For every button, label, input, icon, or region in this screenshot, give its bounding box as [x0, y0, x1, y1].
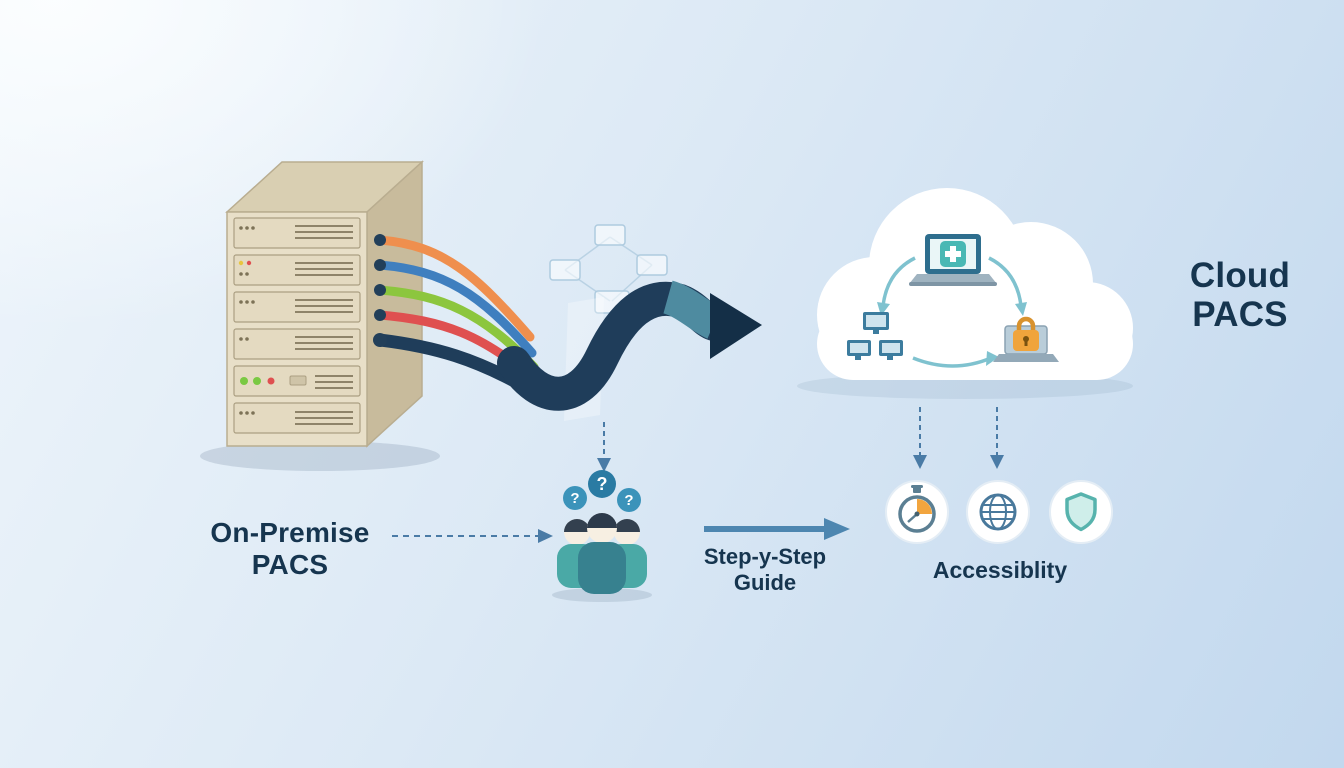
- dashed-arrow-right: [392, 529, 553, 543]
- cloud-pacs-line2: PACS: [1192, 295, 1288, 335]
- server-unit: [233, 254, 361, 286]
- guide-arrow-right: [704, 518, 850, 540]
- stopwatch-icon: [885, 480, 949, 544]
- people-question-group-icon: ? ? ?: [552, 470, 652, 602]
- cloud-pacs-line1: Cloud: [1189, 256, 1291, 295]
- guide-line2: Guide: [733, 569, 797, 595]
- dashed-arrow-down-people: [597, 422, 611, 472]
- on-premise-label: On-Premise PACS: [165, 517, 415, 581]
- accessibility-label: Accessiblity: [895, 557, 1105, 584]
- dashed-arrow-down-right: [990, 407, 1004, 469]
- devices-network-icon: [847, 312, 903, 360]
- server-unit-leds: [233, 365, 361, 397]
- server-unit: [233, 217, 361, 249]
- feature-badges: [885, 480, 1113, 544]
- on-premise-line2: PACS: [251, 549, 329, 581]
- accessibility-text: Accessiblity: [932, 557, 1068, 583]
- laptop-medical-icon: [909, 234, 997, 286]
- server-unit: [233, 402, 361, 434]
- server-unit: [233, 328, 361, 360]
- cloud-icon: [797, 188, 1133, 399]
- padlock-laptop-icon: [993, 316, 1059, 362]
- on-premise-line1: On-Premise: [210, 517, 370, 548]
- shield-icon: [1049, 480, 1113, 544]
- server-rack-icon: [200, 160, 440, 471]
- question-mark: ?: [570, 490, 579, 507]
- globe-icon: [966, 480, 1030, 544]
- cycle-arrows: [881, 256, 1023, 368]
- guide-label: Step-y-Step Guide: [680, 544, 850, 596]
- cloud-pacs-label: Cloud PACS: [1150, 256, 1330, 334]
- guide-line1: Step-y-Step: [703, 544, 827, 569]
- server-shadow: [200, 441, 440, 471]
- migration-s-arrow-icon: [497, 280, 762, 411]
- question-mark: ?: [624, 492, 633, 509]
- server-unit: [233, 291, 361, 323]
- question-mark: ?: [597, 474, 608, 494]
- dashed-arrow-down-left: [913, 407, 927, 469]
